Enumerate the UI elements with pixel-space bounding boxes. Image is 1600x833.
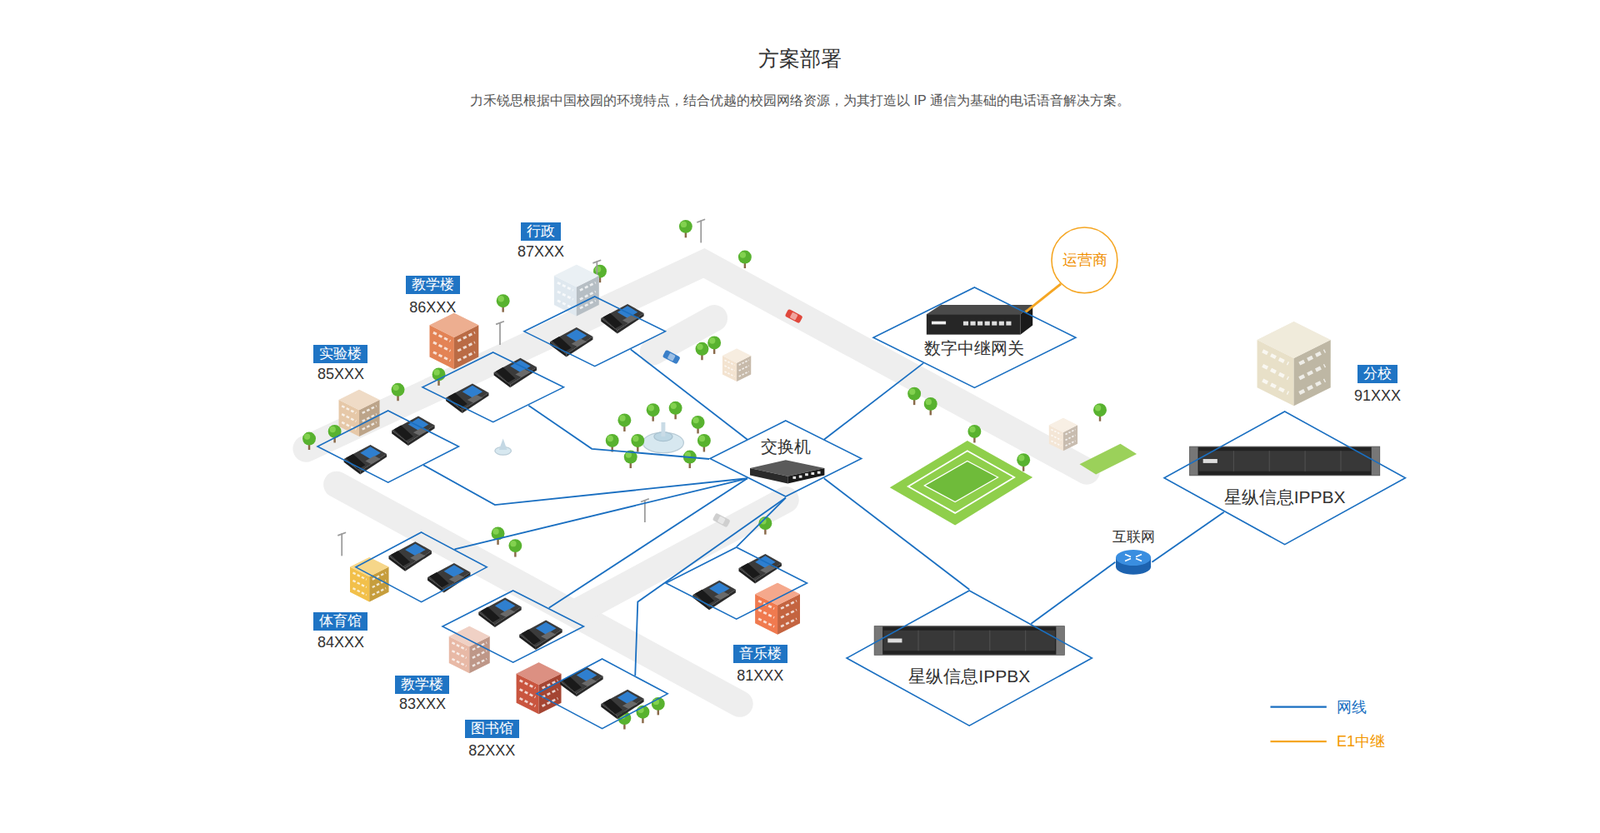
carrier-label: 运营商 [1062, 250, 1108, 270]
branch-tag: 分校91XXX [1357, 365, 1398, 384]
phone-zone-diamond: 教学楼83XXX [441, 590, 585, 664]
page-caption: 力禾锐思根据中国校园的环境特点，结合优越的校园网络资源，为其打造以 IP 通信为… [470, 92, 1130, 110]
phone-zone-diamond: 图书馆82XXX [535, 658, 669, 730]
tag-label: 教学楼 [405, 275, 460, 295]
num-label: 91XXX [1354, 386, 1401, 405]
legend-label: 网线 [1336, 698, 1367, 717]
internet-router: 互联网 [1115, 549, 1152, 576]
diamond-outline [316, 410, 460, 484]
devbig-label: 星纵信息IPPBX [1224, 486, 1346, 508]
router-icon [1115, 549, 1152, 576]
ippbx-server-branch [1190, 446, 1380, 475]
roads [305, 263, 1087, 705]
trees [302, 220, 1107, 730]
buildings [339, 265, 1331, 715]
tag-label: 音乐楼 [733, 645, 788, 664]
diamond-outline [872, 286, 1077, 389]
phone-zone-diamond: 行政87XXX [523, 295, 666, 368]
diamond-outline [709, 420, 863, 498]
network-cable [454, 478, 747, 550]
num-label: 87XXX [517, 242, 565, 261]
tag-label: 实验楼 [313, 345, 368, 364]
diamond-outline [523, 295, 666, 368]
ippbx-server-main [874, 626, 1065, 655]
num-label: 84XXX [317, 633, 365, 652]
network-cable [1151, 512, 1224, 563]
legend-samples [1270, 707, 1326, 743]
diamond-border [317, 410, 459, 483]
phone-zone-diamond: 实验楼85XXX [316, 410, 460, 484]
circle-border [1051, 227, 1118, 294]
switch-diamond: 交换机 [709, 420, 863, 498]
trunk-gateway-device [926, 305, 1033, 335]
phone-zone-diamond: 体育馆84XXX [355, 531, 488, 604]
network-cable [549, 478, 748, 609]
network-cable [528, 405, 710, 460]
network-cable [630, 349, 748, 440]
ippbx-diamond: 星纵信息IPPBX [845, 590, 1093, 727]
diamond-border [422, 352, 564, 423]
diamond-outline [845, 590, 1093, 727]
gateway-diamond: 数字中继网关 [872, 286, 1077, 389]
tag-label: 分校 [1357, 365, 1398, 384]
network-cable [824, 363, 924, 440]
diamond-outline [665, 546, 808, 620]
tag-label: 图书馆 [465, 720, 520, 739]
park [495, 422, 685, 455]
diamond-border [536, 659, 668, 730]
dev-label: 数字中继网关 [924, 338, 1025, 359]
diamond-border [846, 590, 1092, 726]
dev-label: 交换机 [760, 436, 811, 457]
num-label: 81XXX [736, 666, 784, 685]
diamond-border [442, 590, 584, 663]
diamond-border [355, 532, 487, 603]
num-label: 85XXX [317, 365, 365, 384]
network-cable [1030, 562, 1115, 625]
tag-label: 体育馆 [313, 612, 368, 631]
network-cable [423, 465, 748, 505]
diamond-border [873, 287, 1076, 388]
phone-zone-diamond: 教学楼86XXX [421, 351, 565, 424]
num-label: 82XXX [468, 741, 515, 760]
network-cable [824, 478, 970, 590]
network-cable [736, 498, 786, 548]
num-label: 83XXX [399, 695, 446, 714]
tag-label: 教学楼 [395, 675, 450, 695]
diamond-outline [441, 590, 585, 664]
net-label: 互联网 [1112, 529, 1155, 546]
carrier-circle: 运营商 [1050, 226, 1119, 295]
page-title: 方案部署 [758, 45, 842, 71]
diamond-outline [355, 531, 488, 604]
phone-zone-diamond: 音乐楼81XXX [665, 546, 808, 620]
lawn [1080, 444, 1138, 475]
diamond-outline [1163, 410, 1406, 546]
devbig-label: 星纵信息IPPBX [908, 665, 1030, 687]
diamond-border [710, 420, 862, 497]
diamond-border [665, 547, 807, 620]
switch-device [750, 460, 825, 484]
diamond-border [1164, 411, 1405, 545]
ippbx-diamond: 星纵信息IPPBX [1163, 410, 1406, 546]
e1-trunk [1025, 284, 1061, 313]
tag-label: 行政 [520, 222, 561, 241]
ip-phones [344, 304, 782, 720]
legend-label: E1中继 [1336, 732, 1385, 751]
sports-field [890, 440, 1033, 526]
diamond-outline [421, 351, 565, 424]
diamond-outline [535, 658, 669, 730]
num-label: 86XXX [409, 298, 456, 317]
diamond-border [524, 296, 665, 367]
lamp-posts [337, 219, 705, 556]
